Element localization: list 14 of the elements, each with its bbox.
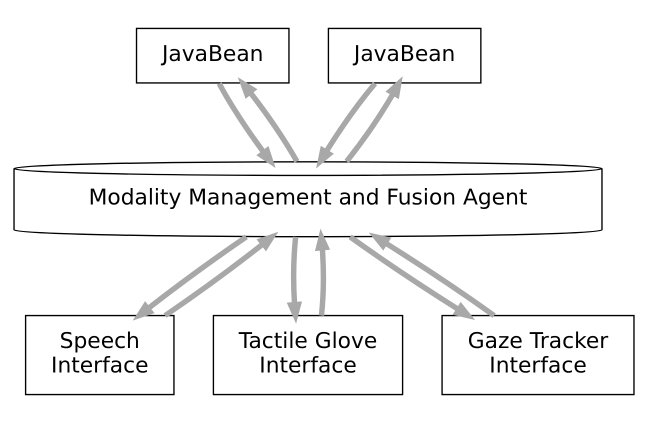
- node-box: JavaBean: [136, 28, 290, 84]
- arrow: [316, 82, 378, 168]
- arrow: [216, 82, 276, 168]
- arrow: [314, 228, 330, 316]
- arrow: [238, 77, 300, 163]
- arrow: [132, 234, 248, 321]
- node-box: Gaze Tracker Interface: [441, 314, 635, 396]
- arrow: [368, 232, 496, 318]
- arrow: [286, 236, 302, 324]
- node-box: Speech Interface: [24, 314, 175, 396]
- arrow: [164, 232, 278, 318]
- arrow: [348, 234, 476, 320]
- node-box: Tactile Glove Interface: [212, 314, 404, 396]
- node-box: JavaBean: [328, 28, 482, 84]
